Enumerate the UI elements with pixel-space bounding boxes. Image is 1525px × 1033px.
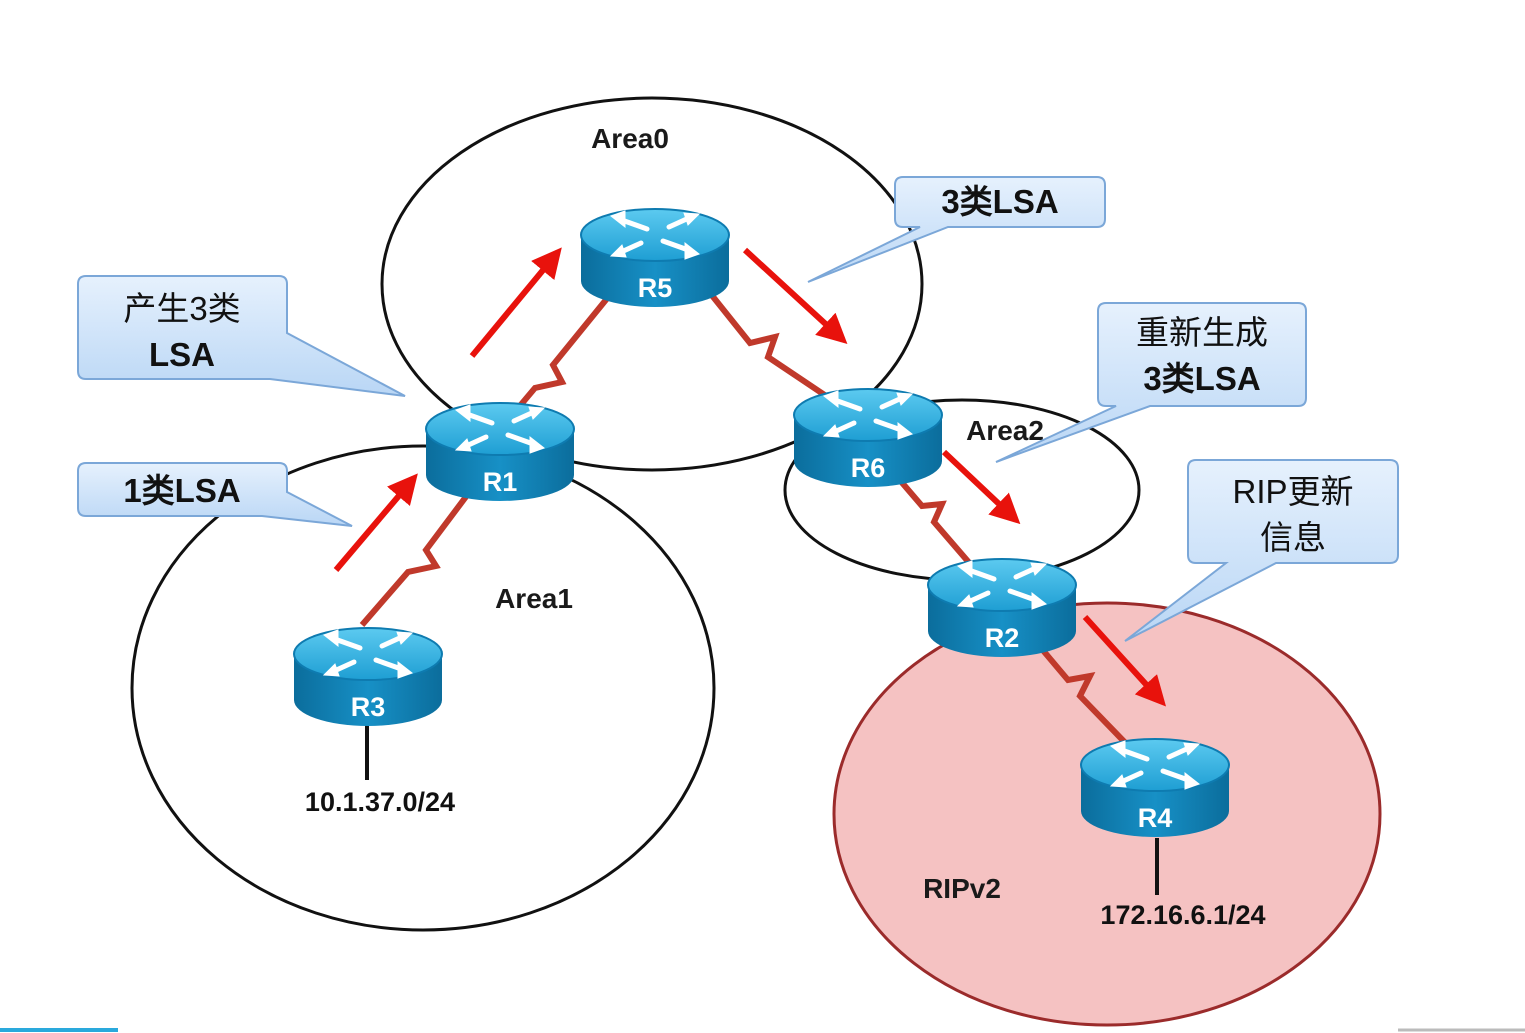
callout-generate-type3: 产生3类 LSA (77, 275, 406, 397)
area0-label: Area0 (591, 123, 669, 154)
arrow-r2-to-r4 (1082, 614, 1167, 707)
router-r2-label: R2 (985, 623, 1020, 653)
callout-regenerate-type3: 重新生成 3类LSA (995, 302, 1307, 463)
callout-generate-line2: LSA (149, 336, 215, 373)
callout-generate-line1: 产生3类 (123, 290, 240, 327)
callout-regen-line1: 重新生成 (1136, 314, 1268, 351)
router-r5-label: R5 (638, 273, 673, 303)
rip-area-label: RIPv2 (923, 873, 1001, 904)
router-r3-label: R3 (351, 692, 386, 722)
router-r3[interactable]: R3 (294, 628, 442, 726)
router-r6[interactable]: R6 (794, 389, 942, 487)
callout-type1-lsa: 1类LSA (77, 462, 353, 527)
callout-rip-update: RIP更新 信息 (1124, 459, 1399, 642)
link-r2-r4 (1027, 633, 1143, 761)
link-r6-r2 (883, 462, 981, 575)
arrow-r3-to-r1 (333, 473, 418, 572)
router-r4-label: R4 (1138, 803, 1173, 833)
link-r3-r1 (359, 492, 471, 627)
area1-boundary (130, 444, 716, 932)
router-r1[interactable]: R1 (426, 403, 574, 501)
callout-rip-line2: 信息 (1260, 519, 1326, 556)
router-r6-label: R6 (851, 453, 886, 483)
link-r5-r6 (699, 281, 852, 415)
area2-label: Area2 (966, 415, 1044, 446)
callout-type1-text: 1类LSA (123, 472, 240, 509)
arrow-r6-to-r2 (941, 449, 1021, 525)
arrow-r1-to-r5 (469, 247, 562, 358)
link-r1-r5 (494, 283, 621, 435)
callout-regen-line2: 3类LSA (1143, 360, 1260, 397)
callout-type3-text: 3类LSA (941, 183, 1058, 220)
router-r1-label: R1 (483, 467, 518, 497)
callout-rip-line1: RIP更新 (1232, 473, 1353, 510)
callout-type3-lsa: 3类LSA (807, 176, 1106, 283)
router-r5[interactable]: R5 (581, 209, 729, 307)
router-r2[interactable]: R2 (928, 559, 1076, 657)
network-r3-label: 10.1.37.0/24 (305, 787, 455, 817)
arrow-r5-to-r6 (742, 247, 848, 345)
area1-label: Area1 (495, 583, 573, 614)
area0-boundary (380, 96, 924, 472)
router-r4[interactable]: R4 (1081, 739, 1229, 837)
network-r4-label: 172.16.6.1/24 (1100, 900, 1265, 930)
